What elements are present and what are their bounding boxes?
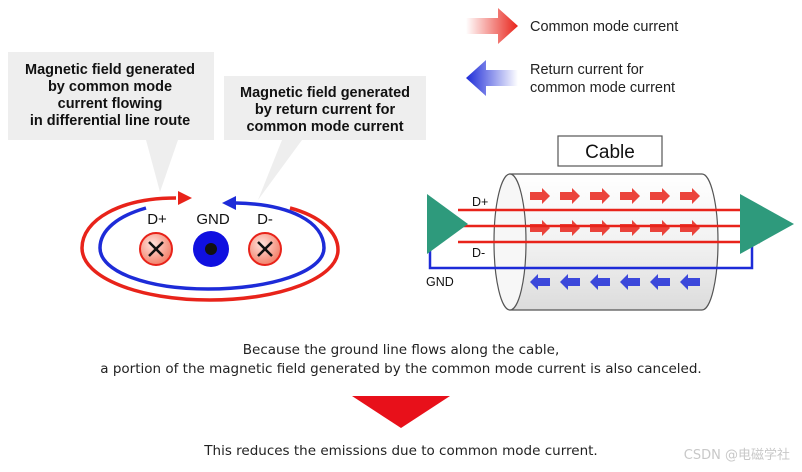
down-arrow-icon: [352, 396, 450, 428]
cross-section-gnd-label: GND: [196, 211, 230, 228]
red-arrow-icon: [560, 220, 580, 236]
watermark: CSDN @电磁学社: [683, 448, 790, 463]
blue-arrow-icon: [680, 274, 700, 290]
red-arrow-icon: [650, 220, 670, 236]
legend-return-label-line1: Return current for: [530, 62, 644, 78]
red-arrow-icon: [590, 188, 610, 204]
callout-left: Magnetic field generated by common mode …: [8, 52, 214, 192]
red-arrow-icon: [620, 188, 640, 204]
caption-line1: Because the ground line flows along the …: [242, 342, 560, 358]
common-mode-arrows-row1: [530, 188, 700, 204]
red-arrow-icon: [650, 188, 670, 204]
gnd-conductor-dot-icon: [193, 231, 229, 267]
cable-title-box: [557, 135, 663, 167]
legend: Common mode current Return current for c…: [466, 8, 678, 96]
callout-right-line2: by return current for: [255, 102, 396, 118]
blue-arrow-icon: [620, 274, 640, 290]
cable-dminus-label: D-: [472, 246, 485, 260]
callout-left-line4: in differential line route: [30, 113, 190, 129]
callout-left-line3: current flowing: [58, 96, 163, 112]
cable-gnd-label: GND: [426, 275, 454, 289]
common-mode-arrow-icon: [466, 8, 518, 44]
driver-triangle-icon: [427, 194, 468, 254]
receiver-triangle-icon: [740, 194, 794, 254]
cross-section: D+ GND D-: [80, 191, 340, 302]
red-arrow-icon: [590, 220, 610, 236]
callout-right: Magnetic field generated by return curre…: [224, 76, 426, 200]
red-arrow-icon: [560, 188, 580, 204]
cross-section-dplus-label: D+: [147, 211, 167, 228]
callout-left-line2: by common mode: [48, 79, 172, 95]
red-arrow-icon: [530, 220, 550, 236]
return-field-loop: [98, 201, 326, 291]
cable-diagram: Cable D+ D- GND: [426, 135, 794, 311]
red-arrow-icon: [680, 220, 700, 236]
common-mode-field-arrowhead-icon: [178, 191, 192, 205]
cross-section-dminus-label: D-: [257, 211, 273, 228]
common-mode-arrows-row2: [530, 220, 700, 236]
red-arrow-icon: [680, 188, 700, 204]
return-current-arrows-row: [530, 274, 700, 290]
blue-arrow-icon: [650, 274, 670, 290]
red-arrow-icon: [530, 188, 550, 204]
callout-left-line1: Magnetic field generated: [25, 62, 195, 78]
legend-common-mode-label: Common mode current: [530, 19, 678, 35]
cable-title: Cable: [585, 142, 635, 163]
return-field-arrowhead-icon: [222, 196, 236, 210]
dminus-conductor-x-icon: [248, 232, 282, 266]
blue-arrow-icon: [560, 274, 580, 290]
dplus-conductor-x-icon: [139, 232, 173, 266]
caption-line2: a portion of the magnetic field generate…: [100, 361, 702, 377]
callout-right-line1: Magnetic field generated: [240, 85, 410, 101]
common-mode-field-loop: [80, 196, 340, 302]
return-current-arrow-icon: [466, 60, 518, 96]
callout-right-line3: common mode current: [246, 119, 403, 135]
blue-arrow-icon: [590, 274, 610, 290]
blue-arrow-icon: [530, 274, 550, 290]
cable-dplus-label: D+: [472, 195, 488, 209]
caption-result: This reduces the emissions due to common…: [204, 443, 598, 459]
legend-return-label-line2: common mode current: [530, 80, 675, 96]
red-arrow-icon: [620, 220, 640, 236]
